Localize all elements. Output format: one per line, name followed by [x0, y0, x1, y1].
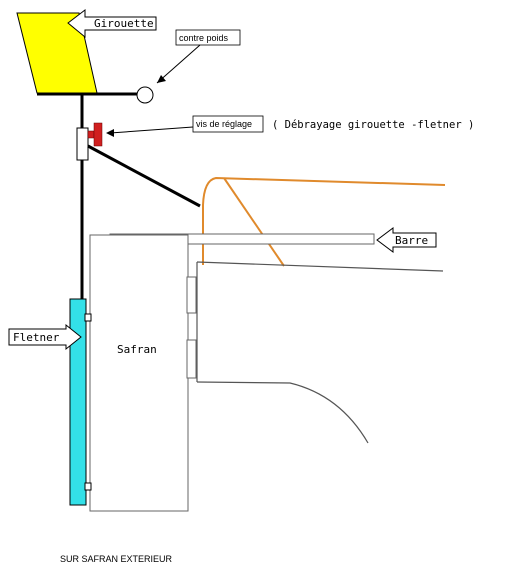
- contre-poids-label: contre poids: [179, 33, 229, 43]
- rudder-safran: [89, 234, 189, 512]
- orange-strut: [223, 177, 285, 267]
- fletner-label: Fletner: [13, 331, 60, 344]
- footer-caption: SUR SAFRAN EXTERIEUR: [60, 554, 173, 564]
- shaft-collar: [76, 127, 89, 161]
- hull-curve-orange: [202, 176, 446, 265]
- barre-label: Barre: [395, 234, 428, 247]
- fletner-pin-bottom: [84, 482, 92, 491]
- hull-bottom-curve: [196, 381, 369, 444]
- hinge-upper: [186, 276, 197, 314]
- safran-label: Safran: [117, 343, 157, 356]
- girouette-callout: Girouette: [67, 8, 157, 39]
- hull-line-top: [196, 261, 444, 272]
- adjustment-screw-icon: [87, 122, 103, 147]
- fletner-blade: [69, 298, 87, 506]
- diagonal-link: [87, 144, 201, 208]
- fletner-callout: Fletner: [8, 323, 82, 351]
- contre-poids-callout: contre poids: [156, 29, 241, 84]
- counterweight-icon: [136, 86, 154, 104]
- vis-reglage-label: vis de réglage: [196, 119, 252, 129]
- hinge-lower: [186, 339, 197, 379]
- vis-reglage-callout: vis de réglage: [106, 115, 264, 137]
- barre-callout: Barre: [376, 227, 437, 253]
- fletner-pin-top: [84, 313, 92, 322]
- girouette-label: Girouette: [94, 17, 154, 30]
- debrayage-label: ( Débrayage girouette -fletner ): [272, 119, 474, 131]
